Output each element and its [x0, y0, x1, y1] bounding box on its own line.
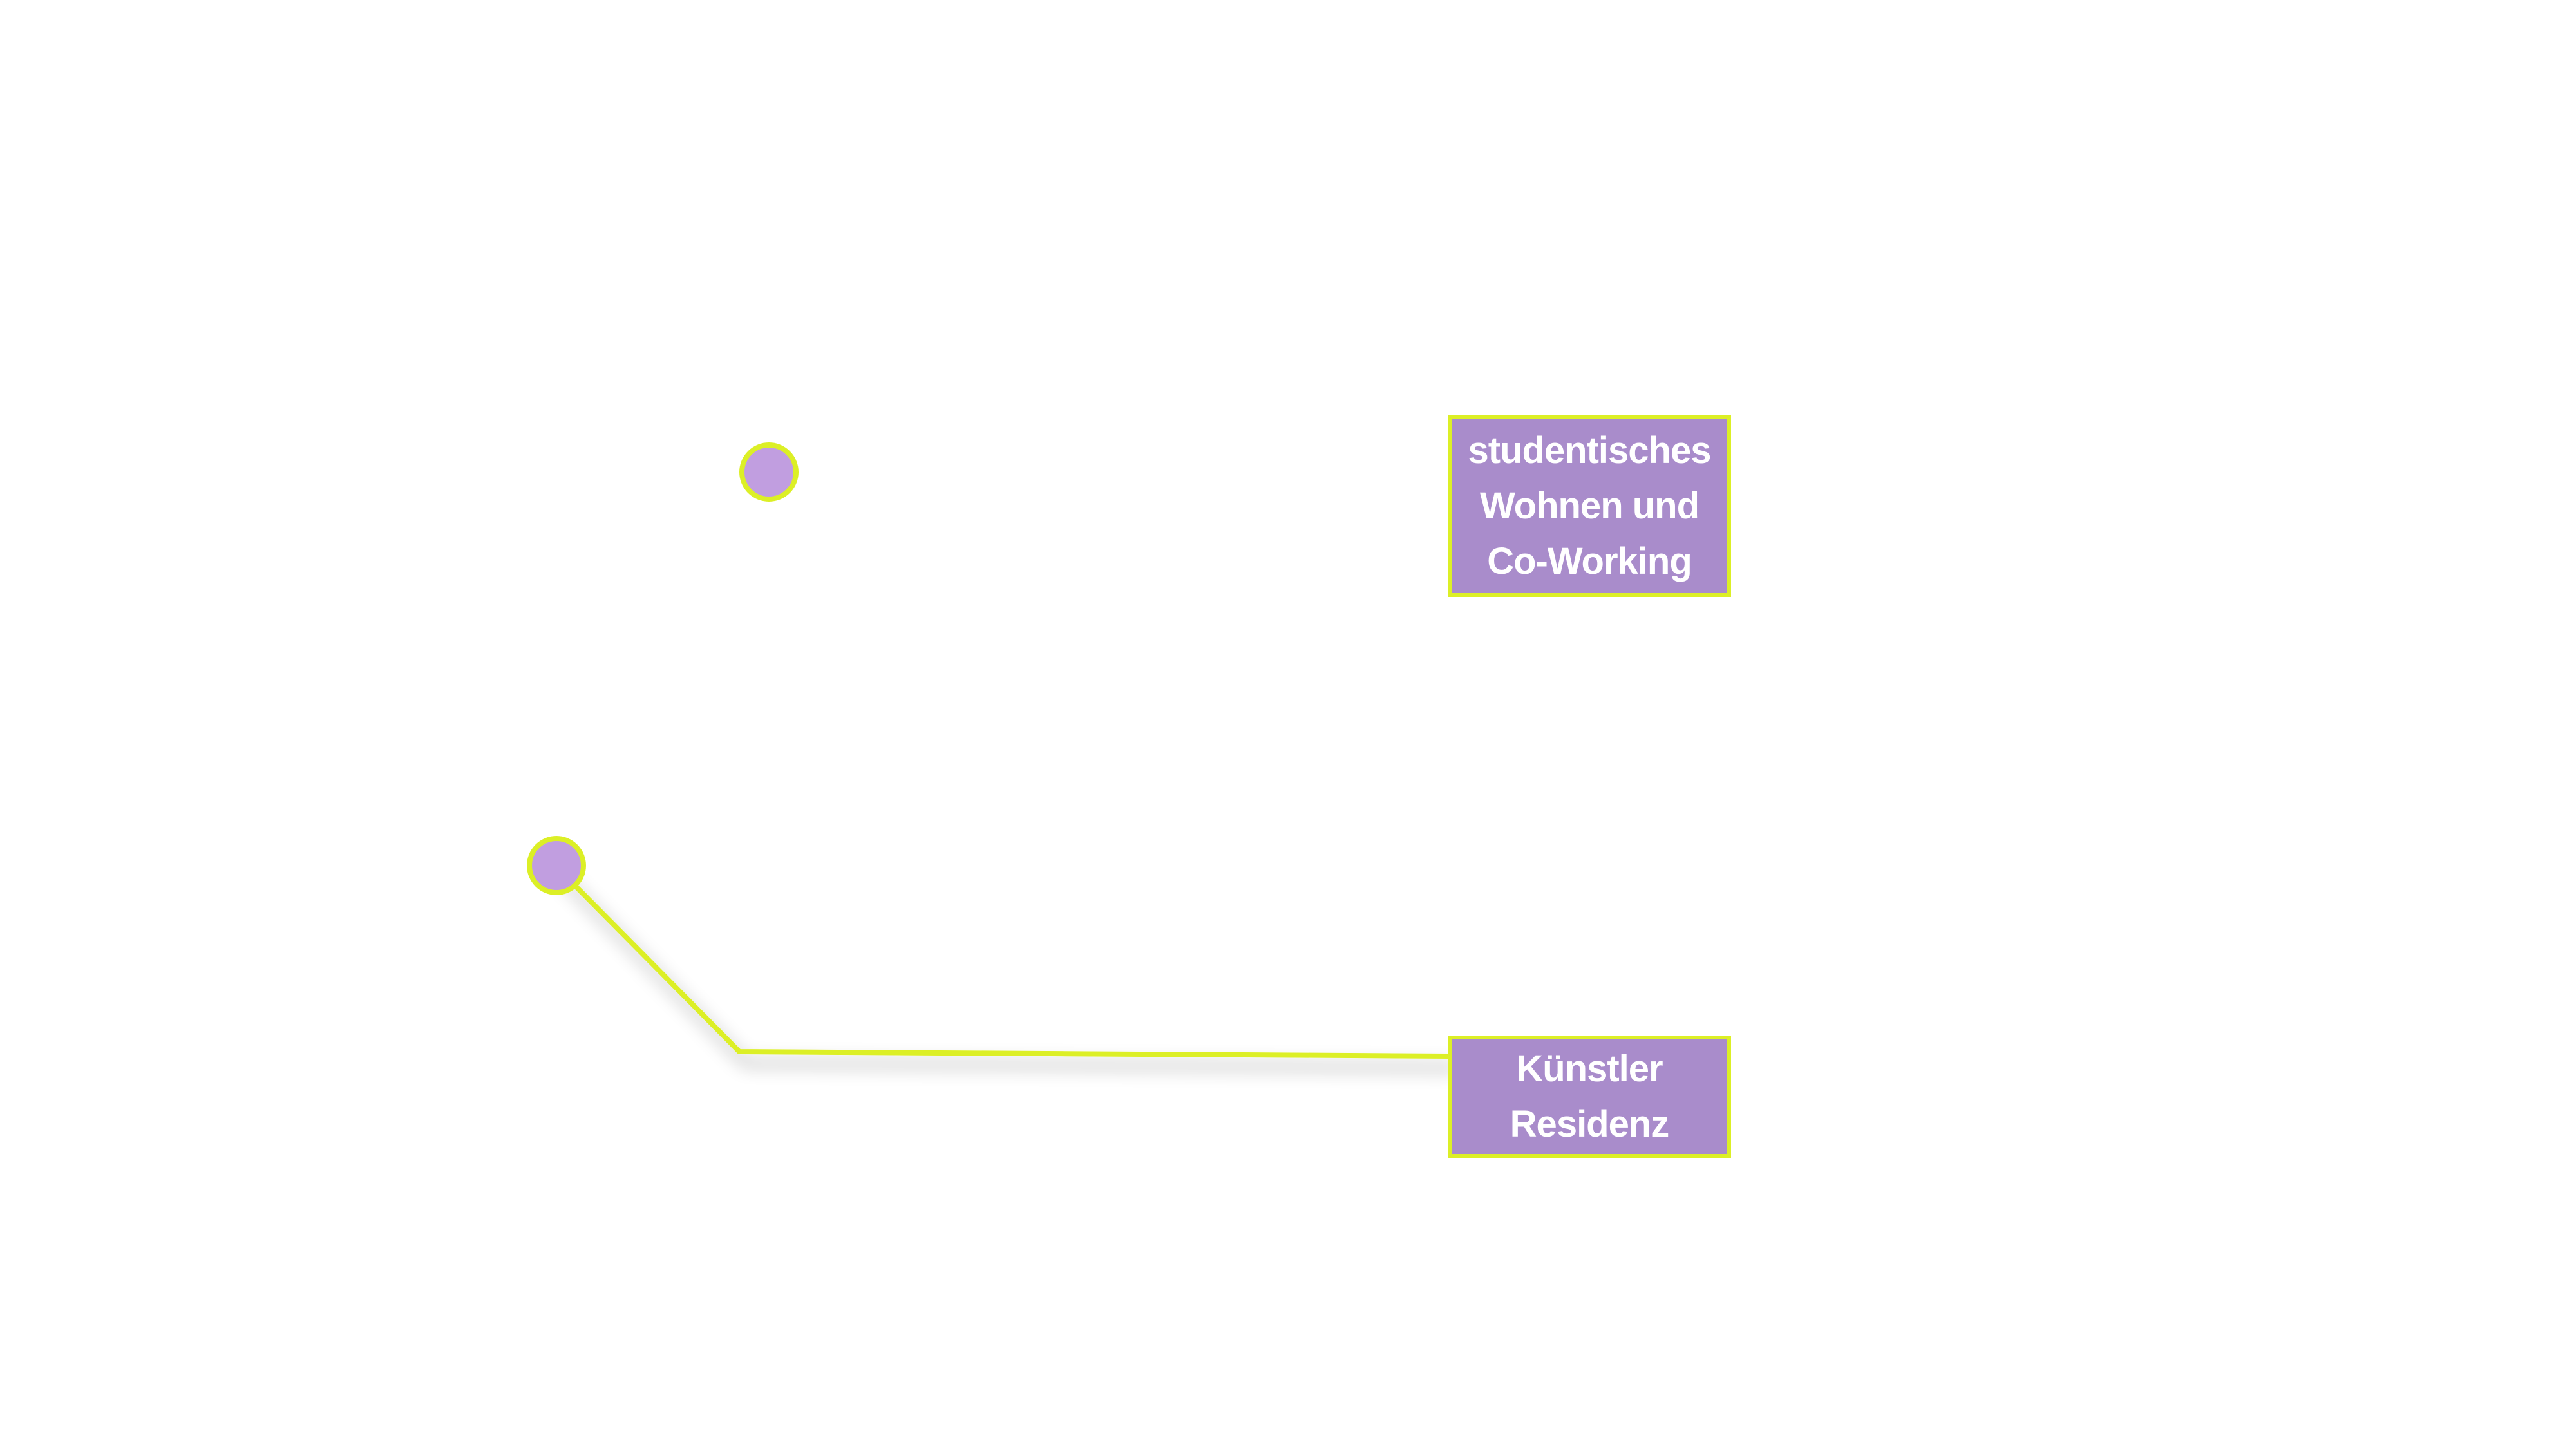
marker-dot-1 [739, 442, 799, 502]
label-box-student-housing: studentisches Wohnen und Co-Working [1448, 415, 1731, 597]
label-box-artist-residence: Künstler Residenz [1448, 1036, 1731, 1158]
marker-dot-2 [527, 836, 586, 895]
leader-line-2 [556, 867, 1453, 1059]
label-text-student-housing: studentisches Wohnen und Co-Working [1468, 430, 1712, 582]
label-text-artist-residence: Künstler Residenz [1510, 1048, 1670, 1145]
